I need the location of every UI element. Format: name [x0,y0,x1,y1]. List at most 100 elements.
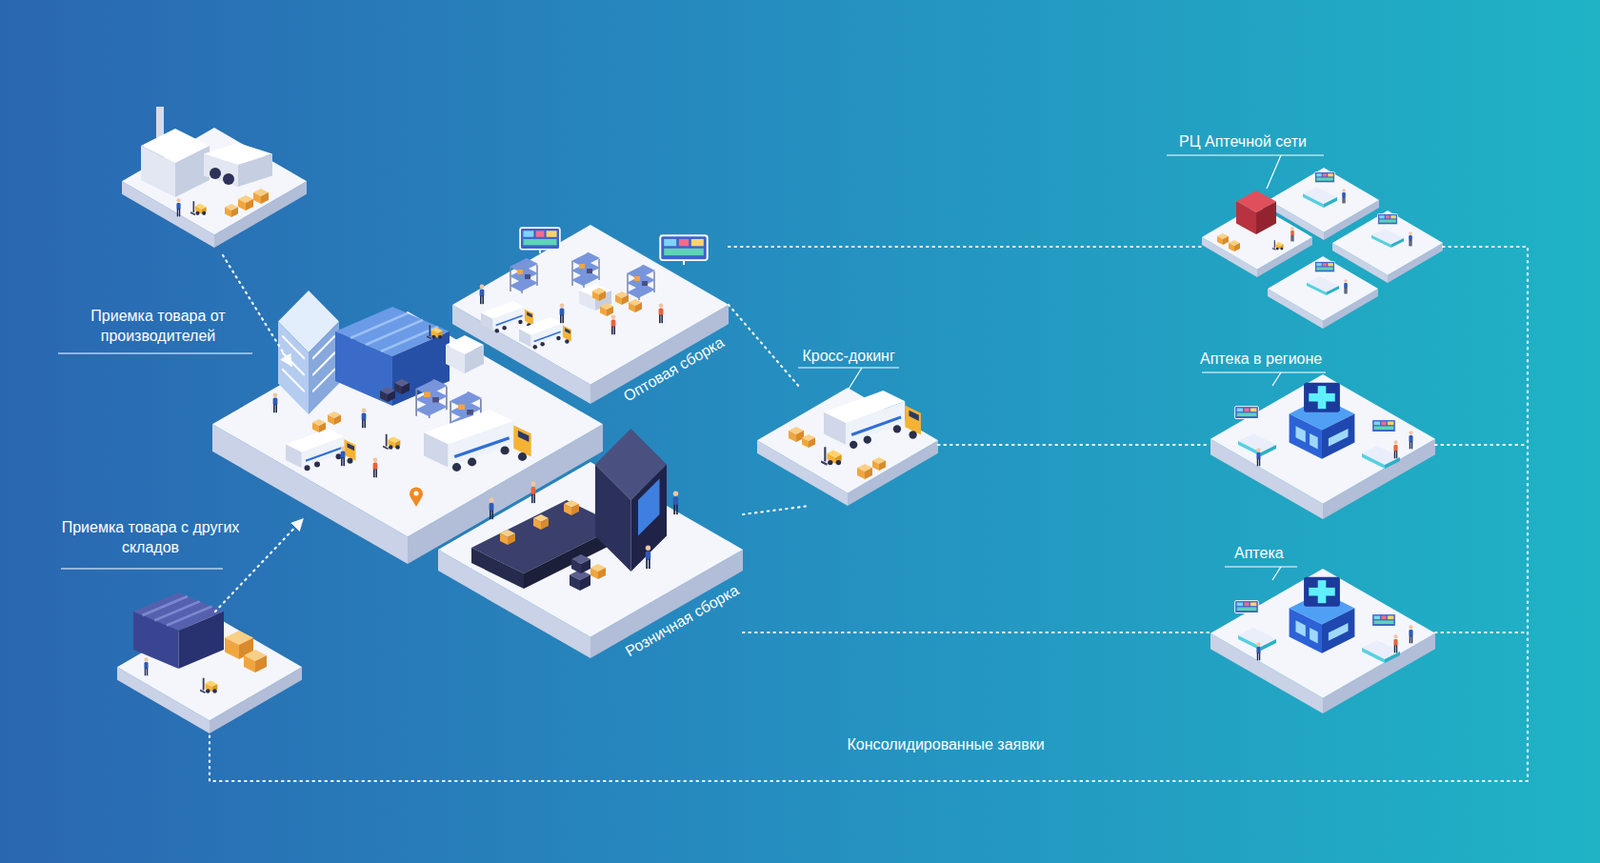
dotted-connector [938,443,1211,446]
pharmacy-platform-part [1372,614,1397,629]
pharmacy-platform-part [1210,568,1436,714]
distribution-center-platform-part [1272,240,1284,250]
other-warehouse-platform-part [243,649,267,673]
wholesale-platform-part [660,235,707,265]
main-warehouse-platform-part [445,335,484,374]
manufacturer-platform [121,106,307,248]
manufacturer-platform-part [176,198,180,217]
wholesale-platform-part [509,258,539,294]
distribution-center-platform-part [1315,172,1336,185]
regional-pharmacy-platform [1201,372,1436,520]
cross-docking-platform-part [798,367,900,391]
pharmacy-platform [1210,566,1436,714]
main-warehouse-platform-part [414,491,420,497]
flow-lines [58,246,1528,781]
retail-platform-part [673,490,679,515]
platform-node: Розничная сборка [438,461,743,659]
wholesale-platform-part [592,287,606,301]
wholesale-platform-part [600,302,614,317]
retail-platform-part [645,544,651,569]
main-warehouse-platform [212,290,603,564]
label-holder: Приемка товара от производителей [62,306,254,347]
cross-docking-platform-part [857,463,873,480]
main-warehouse-platform-part [278,290,340,415]
cross-docking-platform-part [872,457,886,471]
manufacturer-platform-part [203,142,273,187]
main-warehouse-platform-part [373,457,379,478]
main-warehouse-platform-part [285,428,357,471]
wholesale-platform-part [452,224,729,404]
dotted-connector [728,245,1202,248]
retail-platform-part [590,563,606,580]
wholesale-platform-part [611,314,617,335]
platform-label: Оптовая сборка [620,332,727,405]
retail-platform-part [489,497,495,520]
retail-platform-part [500,529,516,545]
dotted-connector [742,631,1211,634]
platform-node: Кросс-докинг [757,387,939,506]
platform-node: Аптека в регионе [1210,374,1436,520]
distribution-center-platform [1166,155,1443,329]
pharmacy-platform-part [1289,577,1356,654]
distribution-center-platform-part [1302,186,1338,208]
retail-platform-part [563,500,580,516]
wholesale-platform-part [628,299,642,313]
retail-platform-part [571,554,591,574]
other-warehouse-platform-part [133,592,224,669]
platform-node: РЦ Аптечной сети [1201,167,1443,330]
wholesale-platform-part [659,302,664,323]
distribution-center-platform-part [1267,256,1379,329]
platform-node: Оптовая сборка [452,224,729,404]
flow-lines-part [222,255,292,366]
other-warehouse-platform [117,592,302,734]
main-warehouse-platform-part [415,379,448,419]
flow-lines-part [1435,631,1528,634]
retail-platform-part [595,428,667,572]
regional-pharmacy-platform-part [1393,440,1398,459]
pharmacy-platform-part [1393,634,1398,653]
flow-lines-part [58,353,253,569]
retail-platform-part [471,547,524,589]
manufacturer-platform-part [140,128,210,198]
main-warehouse-platform-part [426,324,443,340]
distribution-center-platform-part [1341,188,1346,203]
regional-pharmacy-platform-part [1210,374,1436,520]
distribution-center-platform-part [1228,240,1240,252]
cross-docking-platform-part [788,426,804,442]
retail-platform-part [531,480,537,503]
distribution-center-platform-part [1290,226,1295,241]
main-warehouse-platform-part [361,407,367,428]
label-holder: Приемка товара с других складов [55,518,246,559]
platform-label: РЦ Аптечной сети [1179,132,1307,151]
cross-docking-platform-part [801,434,816,448]
pharmacy-platform-part [1256,641,1260,660]
other-warehouse-platform-part [143,657,148,676]
pharmacy-platform-part [1408,624,1413,643]
label-holder: Консолидированные заявки [847,735,1045,756]
platform-label: Аптека в регионе [1200,349,1322,368]
manufacturer-platform-part [209,167,221,180]
pharmacy-platform-part [1224,566,1298,580]
wholesale-platform-part [480,283,485,304]
manufacturer-platform-part [222,173,235,185]
main-warehouse-platform-part [380,386,396,402]
wholesale-platform-part [560,302,565,323]
main-warehouse-platform-part [423,409,532,472]
main-warehouse-platform-part [382,434,400,450]
cross-docking-platform [757,367,939,506]
regional-pharmacy-platform-part [1256,447,1260,466]
distribution-center-platform-part [1378,214,1399,227]
regional-pharmacy-platform-part [1372,420,1397,435]
regional-pharmacy-platform-part [1408,430,1413,449]
main-warehouse-platform-part [340,445,346,466]
platform-label: Розничная сборка [621,580,742,660]
flow-label: Консолидированные заявки [847,735,1045,756]
flow-lines-part [209,246,1528,781]
distribution-center-platform-part [1236,190,1277,235]
other-warehouse-platform-part [200,678,218,694]
retail-platform-part [533,514,549,530]
wholesale-platform-part [615,291,629,305]
dotted-connector [742,505,810,515]
